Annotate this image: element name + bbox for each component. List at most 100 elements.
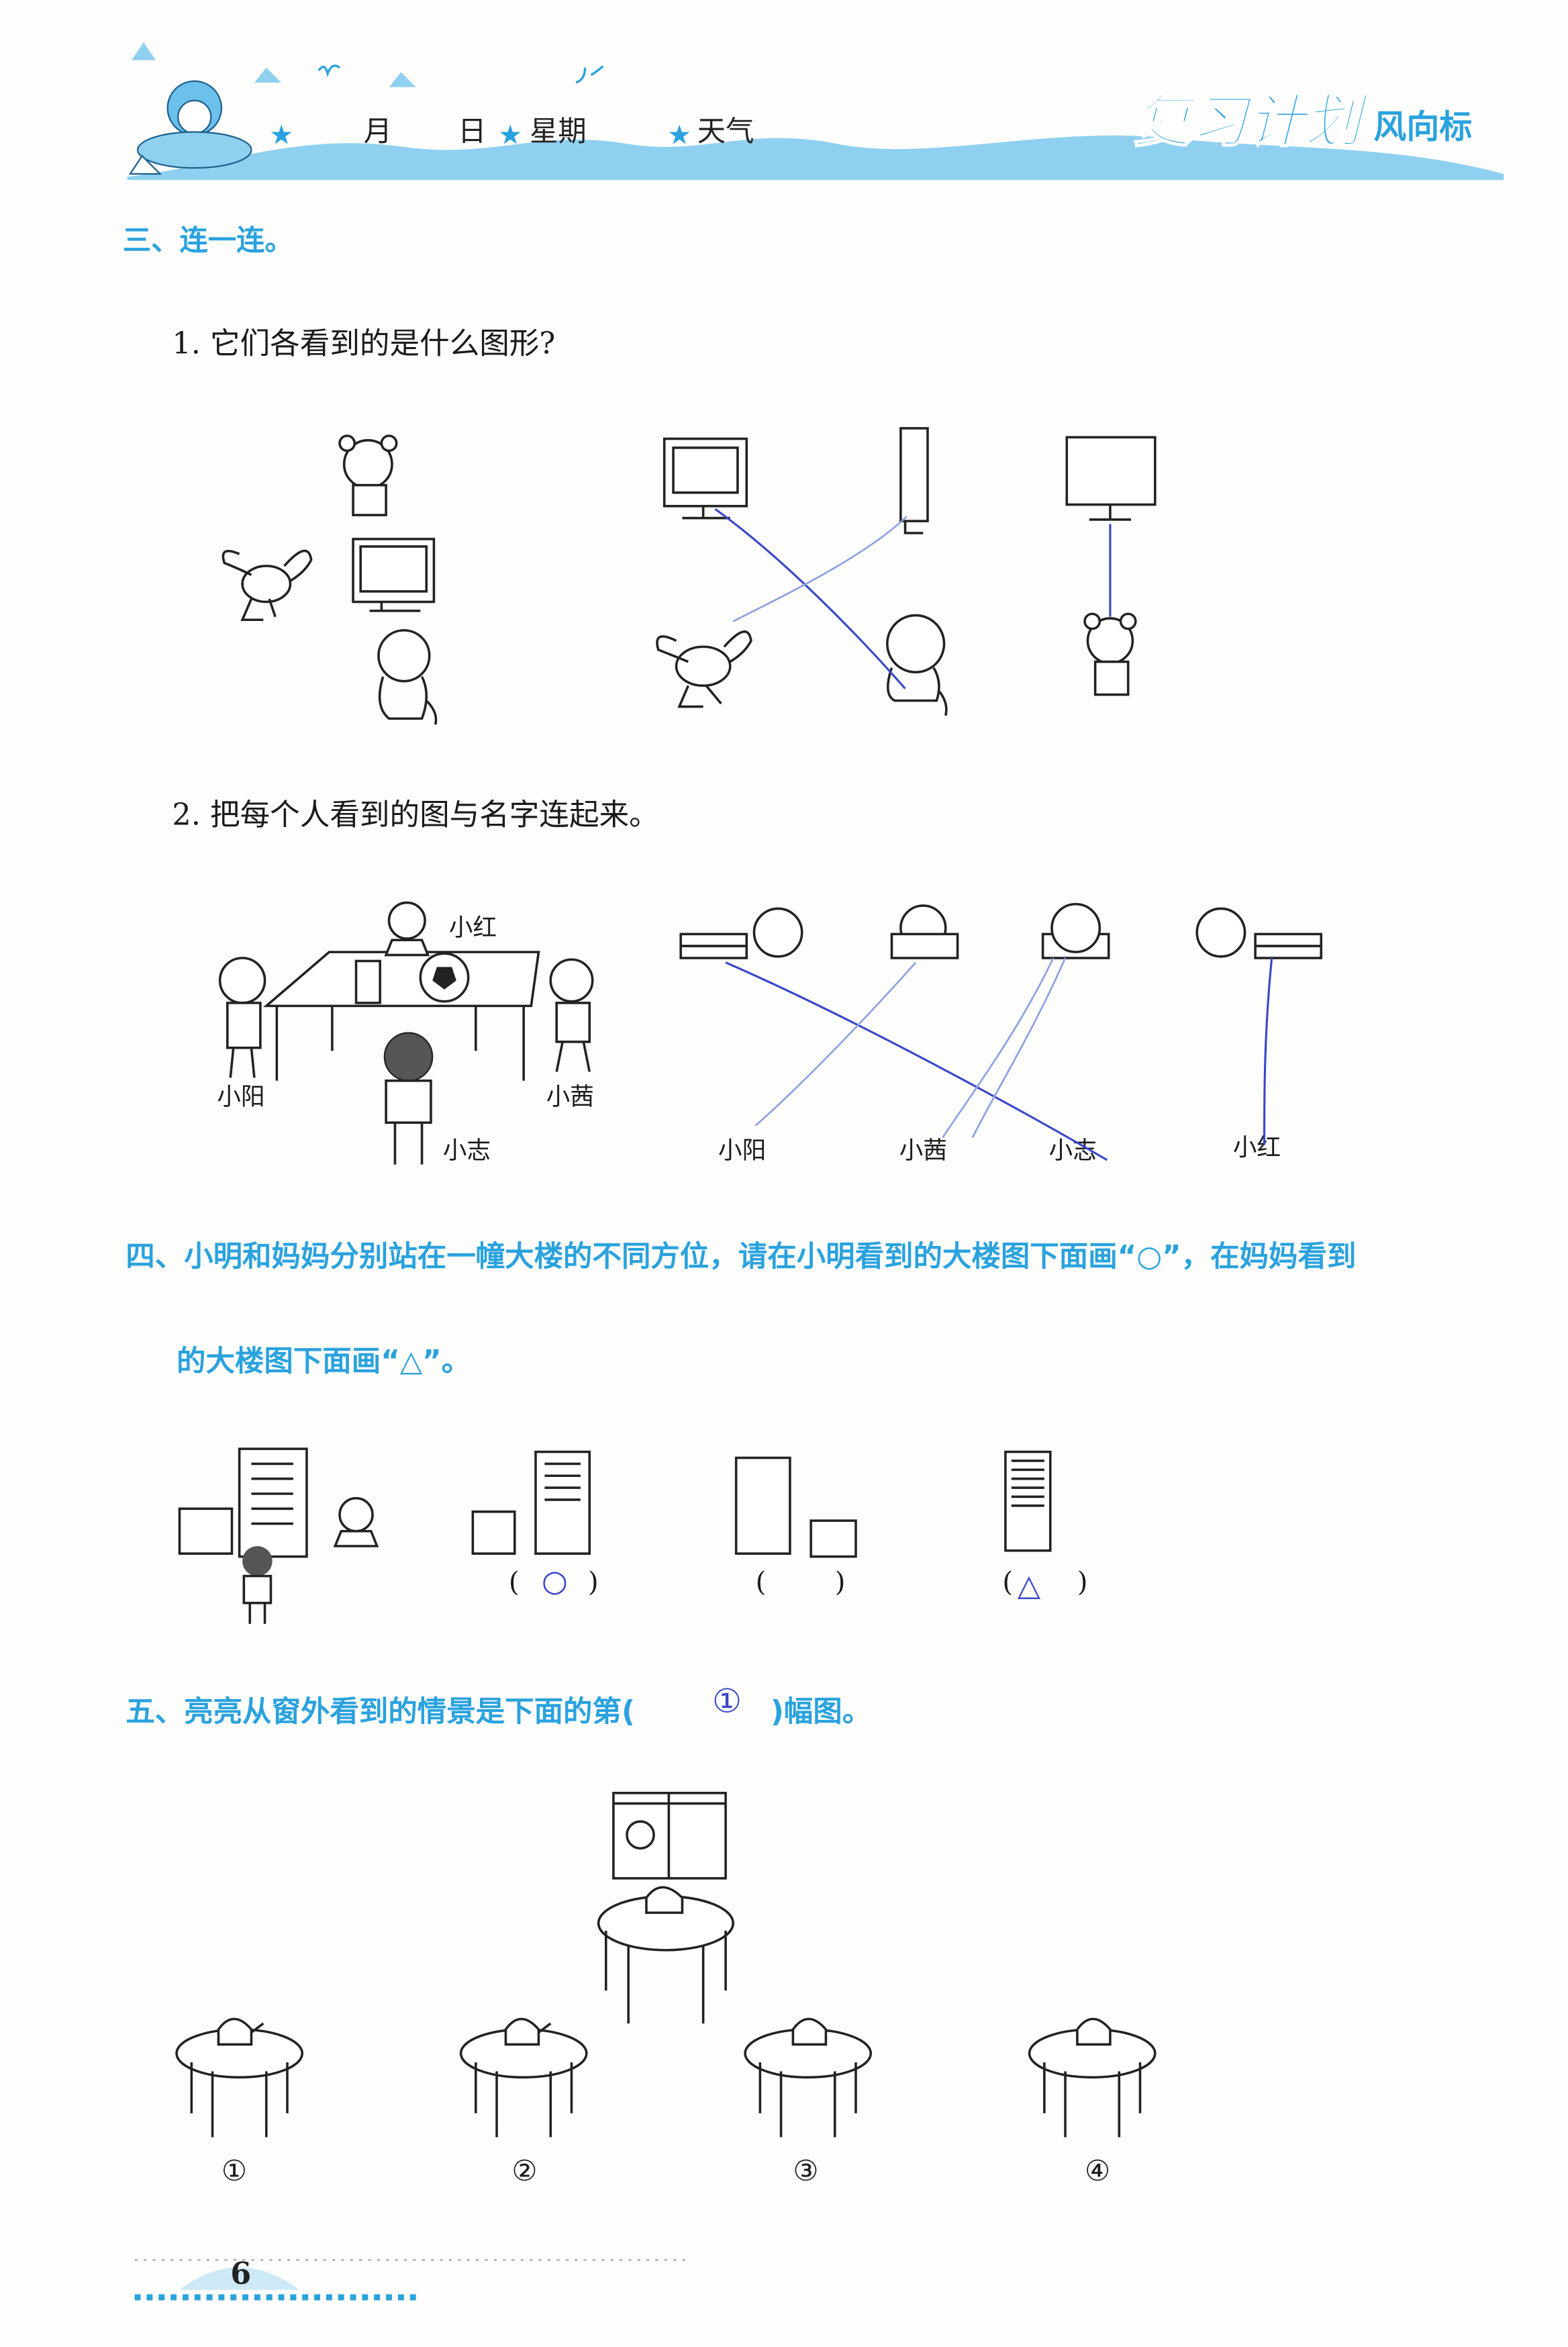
child-back-icon [377, 629, 438, 725]
building-option-3 [1004, 1450, 1052, 1552]
bear-icon [1083, 612, 1137, 696]
girl-right-icon-part [555, 1041, 591, 1072]
monitor-side-icon [899, 427, 929, 534]
rabbit-icon-part [677, 685, 722, 708]
view-option-2 [890, 904, 959, 959]
teapot-icon [645, 1886, 684, 1914]
table-option-2[interactable]: ② [459, 2017, 588, 2187]
xiaoming-icon-part [242, 1546, 273, 1576]
monitor-icon-part [369, 602, 421, 612]
girl-top-icon-part [387, 901, 426, 940]
monitor-icon-part [359, 545, 428, 593]
monitor-back-icon [1065, 436, 1157, 521]
answer-line [1263, 957, 1273, 1145]
building-option-2-part [810, 1519, 857, 1558]
view-option-4 [1195, 907, 1322, 959]
table-option-1[interactable]: ① [175, 2017, 304, 2187]
answer-name-3: 小志 [1049, 1137, 1097, 1165]
handwritten-triangle-mark: △ [1018, 1568, 1041, 1603]
mom-icon-part [333, 1529, 379, 1547]
table-option-4-part [1043, 2062, 1142, 2138]
building-option-2-part [734, 1456, 791, 1555]
answer-slot-1-part: ( [509, 1567, 520, 1598]
answer-slot-1[interactable]: ( ○ ) [509, 1564, 599, 1598]
view-option-1-part [679, 945, 748, 959]
boy-back-icon [383, 1032, 434, 1165]
child-at-window-icon [626, 1820, 655, 1850]
q1-scene [222, 434, 438, 725]
bear-icon-part [1083, 612, 1101, 630]
xiaoming-icon [242, 1546, 273, 1624]
girl-top-icon [384, 901, 430, 957]
window-scene-part [613, 1792, 726, 1878]
question-1: 1. 它们各看到的是什么图形? [172, 326, 555, 361]
building-scene-part [251, 1462, 293, 1525]
q1-answers [656, 427, 1157, 716]
view-option-1 [679, 907, 803, 959]
xiaoming-icon-part [248, 1602, 266, 1624]
view-option-3-part [1050, 902, 1101, 953]
option-label: ④ [1085, 2154, 1110, 2187]
option-label: ② [511, 2154, 537, 2187]
view-option-1-part [752, 907, 803, 958]
question-2: 2. 把每个人看到的图与名字连起来。 [172, 798, 658, 832]
table-icon [262, 951, 540, 1008]
bear-icon [338, 434, 398, 517]
monitor-front-icon-part [682, 506, 730, 520]
table-option-1-part [190, 2062, 289, 2138]
section4-title-line2: 的大楼图下面画“△”。 [177, 1345, 471, 1378]
answer-slot-2[interactable]: ( ) [756, 1567, 846, 1598]
rabbit-icon-part [222, 549, 313, 582]
boy-left-icon-part [229, 1047, 256, 1078]
section5-title-end: )幅图。 [771, 1695, 871, 1729]
answer-slot-2-part: ( [756, 1567, 767, 1598]
boy-left-icon-part [218, 957, 266, 1004]
name-label-bottom: 小志 [443, 1137, 491, 1165]
boy-left-icon-part [226, 1002, 262, 1049]
bear-icon-part [380, 434, 398, 452]
building-scene [178, 1447, 379, 1624]
bear-icon-part [1093, 660, 1130, 696]
table-option-3[interactable]: ③ [744, 2017, 873, 2187]
view-option-3 [1041, 902, 1110, 959]
star-icon: ★ [269, 119, 293, 150]
boy-left-icon [218, 957, 266, 1078]
option-label: ③ [793, 2154, 818, 2187]
answer-name-1: 小阳 [718, 1137, 766, 1165]
answer-line [725, 961, 1108, 1161]
weekday-label: 星期 [530, 115, 587, 148]
answer-slot-3[interactable]: ( △ ) [1002, 1567, 1087, 1603]
table-option-2-part [504, 2017, 552, 2046]
monitor-back-icon-part [1065, 436, 1157, 506]
answer-name-2: 小茜 [899, 1137, 947, 1165]
q2-scene-part [432, 967, 456, 990]
answer-slot-1-part: ) [588, 1567, 599, 1598]
rabbit-icon-part [241, 565, 292, 604]
table-option-4[interactable]: ④ [1028, 2017, 1157, 2187]
section3-title: 三、连一连。 [123, 224, 293, 257]
bird-decoration [317, 64, 604, 84]
building-option-3-part [1011, 1459, 1044, 1507]
child-back-icon [886, 614, 948, 716]
girl-plane-mascot-icon-part [177, 99, 212, 134]
answer-name-4: 小红 [1233, 1134, 1281, 1161]
weather-label: 天气 [697, 115, 754, 148]
girl-right-icon [549, 958, 594, 1072]
book-stack-icon [354, 959, 381, 1004]
window-scene [597, 1792, 734, 2024]
section5-handwritten-answer[interactable]: ① [712, 1681, 742, 1720]
girl-plane-mascot-icon-part [128, 154, 162, 175]
girl-right-icon-part [555, 1002, 591, 1043]
answer-line [754, 961, 917, 1127]
child-back-icon-part [886, 614, 946, 674]
table-option-3-part [758, 2062, 857, 2138]
mom-icon-part [338, 1496, 374, 1533]
table-option-2-part [475, 2062, 573, 2138]
rabbit-icon-part [240, 598, 277, 622]
section5-title: 五、亮亮从窗外看到的情景是下面的第( [126, 1695, 635, 1729]
view-option-2-part [890, 932, 959, 959]
low-building-icon [178, 1507, 234, 1555]
boy-back-icon-part [383, 1032, 434, 1082]
monitor-icon [352, 538, 436, 612]
